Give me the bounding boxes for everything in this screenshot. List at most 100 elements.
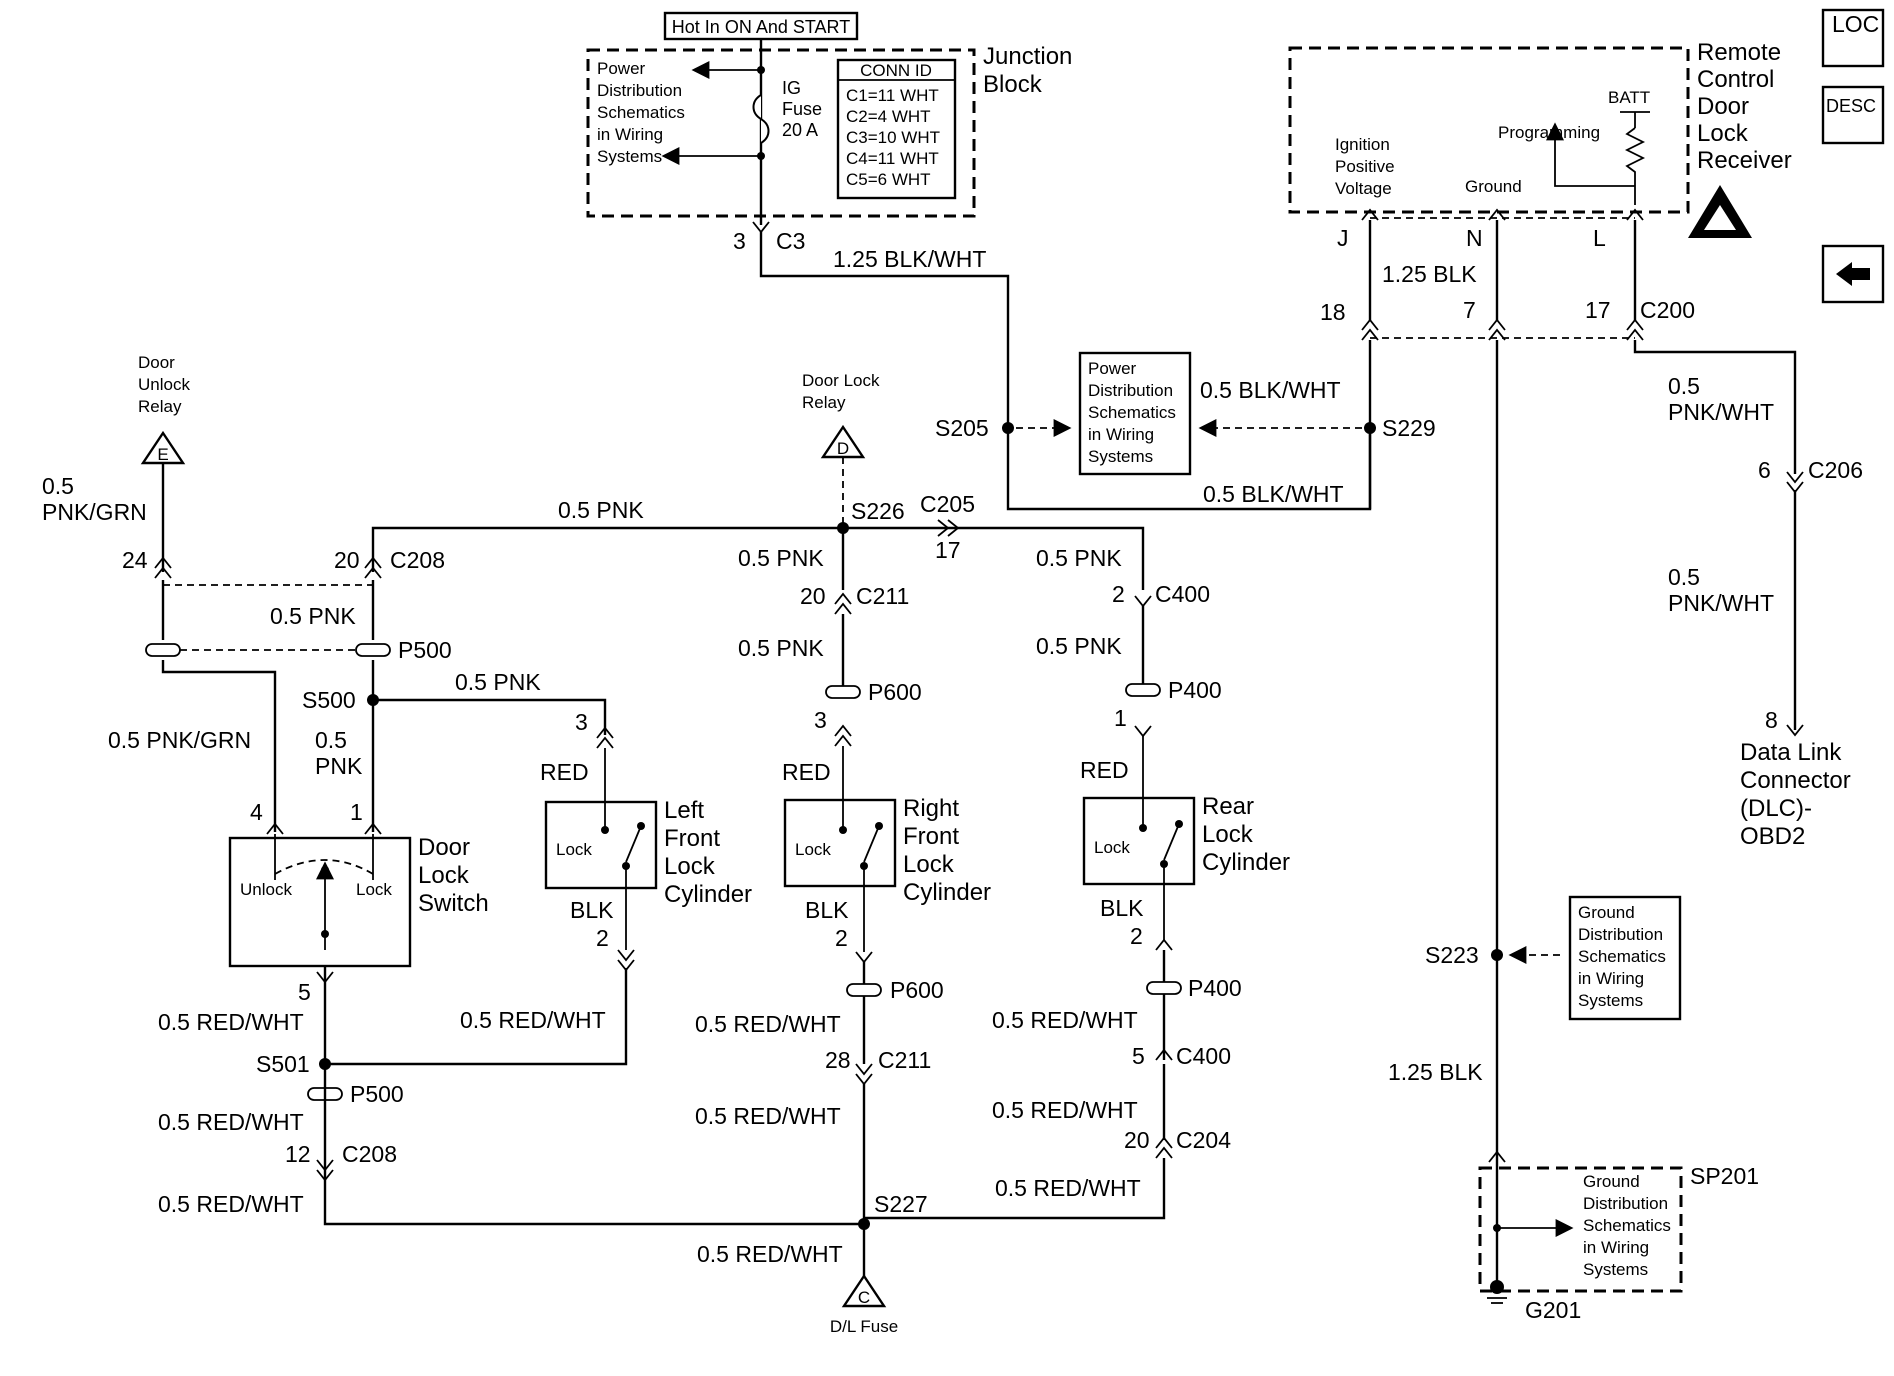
dlc-pin: 8 [1765, 707, 1778, 733]
p600-label: P600 [868, 679, 922, 705]
wire-label: 0.5 PNK [558, 497, 644, 523]
wire-label: 0.5 [315, 727, 347, 753]
lock-text: Lock [356, 880, 392, 899]
ignition-label: Ignition [1335, 135, 1390, 154]
c206-label: C206 [1808, 457, 1863, 483]
ground-dist-text: Ground [1578, 903, 1635, 922]
ground-dist-text: in Wiring [1578, 969, 1644, 988]
relay-label: Door Lock [802, 371, 880, 390]
pin-label: 4 [250, 799, 263, 825]
conn-id-box [836, 58, 957, 200]
wire-label: BLK [570, 897, 614, 923]
wire-label: 0.5 RED/WHT [158, 1191, 304, 1217]
pin-n: N [1466, 225, 1483, 251]
power-dist-text: Power [1088, 359, 1137, 378]
wire-label: PNK/GRN [42, 499, 147, 525]
junction-block: Hot In ON And START Junction Block Power… [586, 11, 1072, 254]
conn-id-row: C2=4 WHT [846, 107, 931, 126]
wire-label: 0.5 PNK [738, 635, 824, 661]
conn-id-row: C5=6 WHT [846, 170, 931, 189]
component-label: Rear [1202, 793, 1254, 820]
component-label: Front [664, 825, 720, 852]
wire-label: 0.5 RED/WHT [697, 1241, 843, 1267]
wire-label: 0.5 PNK [1036, 633, 1122, 659]
right-front-lock-cylinder: 0.5 PNK 20 C211 0.5 PNK P600 3 RED Lock … [695, 528, 991, 1336]
c200-pin: 7 [1463, 297, 1476, 323]
c200-label: C200 [1640, 297, 1695, 323]
c205-label: C205 [920, 491, 975, 517]
ignition-label: Positive [1335, 157, 1395, 176]
desc-text: DESC [1826, 96, 1876, 116]
p400-label: P400 [1168, 677, 1222, 703]
programming-label: Programming [1498, 123, 1600, 142]
blk-wht-feed: 1.25 BLK/WHT S205 0.5 BLK/WHT [759, 232, 1372, 511]
c200-pin: 18 [1320, 299, 1346, 325]
pin-label: 2 [1130, 923, 1143, 949]
s500-label: S500 [302, 687, 356, 713]
wire-label: 1.25 BLK [1382, 261, 1477, 287]
wire-label: 0.5 RED/WHT [995, 1175, 1141, 1201]
c205-pin: 17 [935, 537, 961, 563]
wire-label: 0.5 PNK [1036, 545, 1122, 571]
wire-label: 0.5 PNK [455, 669, 541, 695]
component-label: Right [903, 795, 959, 822]
blk-wht-wire [759, 232, 1010, 428]
conn-id-row: C4=11 WHT [846, 149, 939, 168]
pnk-trunk: 0.5 PNK S226 C205 17 20 C208 0.5 PNK P50… [270, 491, 1145, 832]
c3-label: C3 [776, 228, 805, 254]
sp201-label: SP201 [1690, 1163, 1759, 1189]
component-label: Lock [418, 862, 470, 889]
power-dist-ref-box: Power Distribution Schematics in Wiring … [1078, 351, 1362, 476]
ground-dist-text: Ground [1583, 1172, 1640, 1191]
power-dist-text: Schematics [1088, 403, 1176, 422]
component-label: Cylinder [903, 879, 991, 906]
junction-block-label-2: Block [983, 71, 1043, 98]
ground-dist-text: Distribution [1583, 1194, 1668, 1213]
wire-label: RED [1080, 757, 1129, 783]
relay-label: Unlock [138, 375, 190, 394]
hot-in-label: Hot In ON And START [672, 17, 850, 37]
desc-button[interactable]: DESC [1821, 85, 1885, 145]
pin-label: 2 [596, 925, 609, 951]
p400-label: P400 [1188, 975, 1242, 1001]
loc-button[interactable]: LOC [1821, 8, 1885, 68]
loc-text: LOC [1832, 11, 1879, 37]
wire-label: 0.5 PNK [270, 603, 356, 629]
fuse-label: IG [782, 78, 801, 98]
c211-label: C211 [878, 1047, 931, 1073]
dl-fuse-icon [841, 1273, 887, 1308]
ground-dist-text: Schematics [1583, 1216, 1671, 1235]
back-arrow-button[interactable] [1821, 244, 1885, 304]
pin-label: 1 [350, 799, 363, 825]
wire-label: 0.5 RED/WHT [695, 1103, 841, 1129]
ground-dist-text: Schematics [1578, 947, 1666, 966]
c208-pin: 24 [122, 547, 148, 573]
power-dist-text: Schematics [597, 103, 685, 122]
s229-dot [1364, 422, 1376, 434]
s205-label: S205 [935, 415, 989, 441]
unlock-text: Unlock [240, 880, 292, 899]
left-arrow-icon[interactable] [1821, 244, 1885, 304]
junction-block-box [586, 48, 976, 218]
power-dist-text: Power [597, 59, 646, 78]
wire-label: 0.5 PNK/GRN [108, 727, 251, 753]
c208-pin: 12 [285, 1141, 311, 1167]
s501-label: S501 [256, 1051, 310, 1077]
dlc-label: Connector [1740, 767, 1851, 794]
wire-label: PNK [315, 753, 363, 779]
conn-id-row: C1=11 WHT [846, 86, 939, 105]
conn-id-title: CONN ID [860, 61, 932, 80]
receiver-title: Door [1697, 93, 1749, 120]
resistor-symbol [1624, 127, 1646, 205]
pin-l: L [1593, 225, 1606, 251]
c400-label: C400 [1155, 581, 1210, 607]
c211-pin: 20 [800, 583, 826, 609]
relay-label: Relay [138, 397, 182, 416]
power-dist-text: Systems [1088, 447, 1153, 466]
component-label: Cylinder [664, 881, 752, 908]
ground-dist-text: Systems [1583, 1260, 1648, 1279]
c206-pin: 6 [1758, 457, 1771, 483]
c211-pin: 28 [825, 1047, 851, 1073]
esd-warning-icon [1688, 185, 1752, 238]
remote-receiver: Remote Control Door Lock Receiver Igniti… [1200, 39, 1863, 1323]
